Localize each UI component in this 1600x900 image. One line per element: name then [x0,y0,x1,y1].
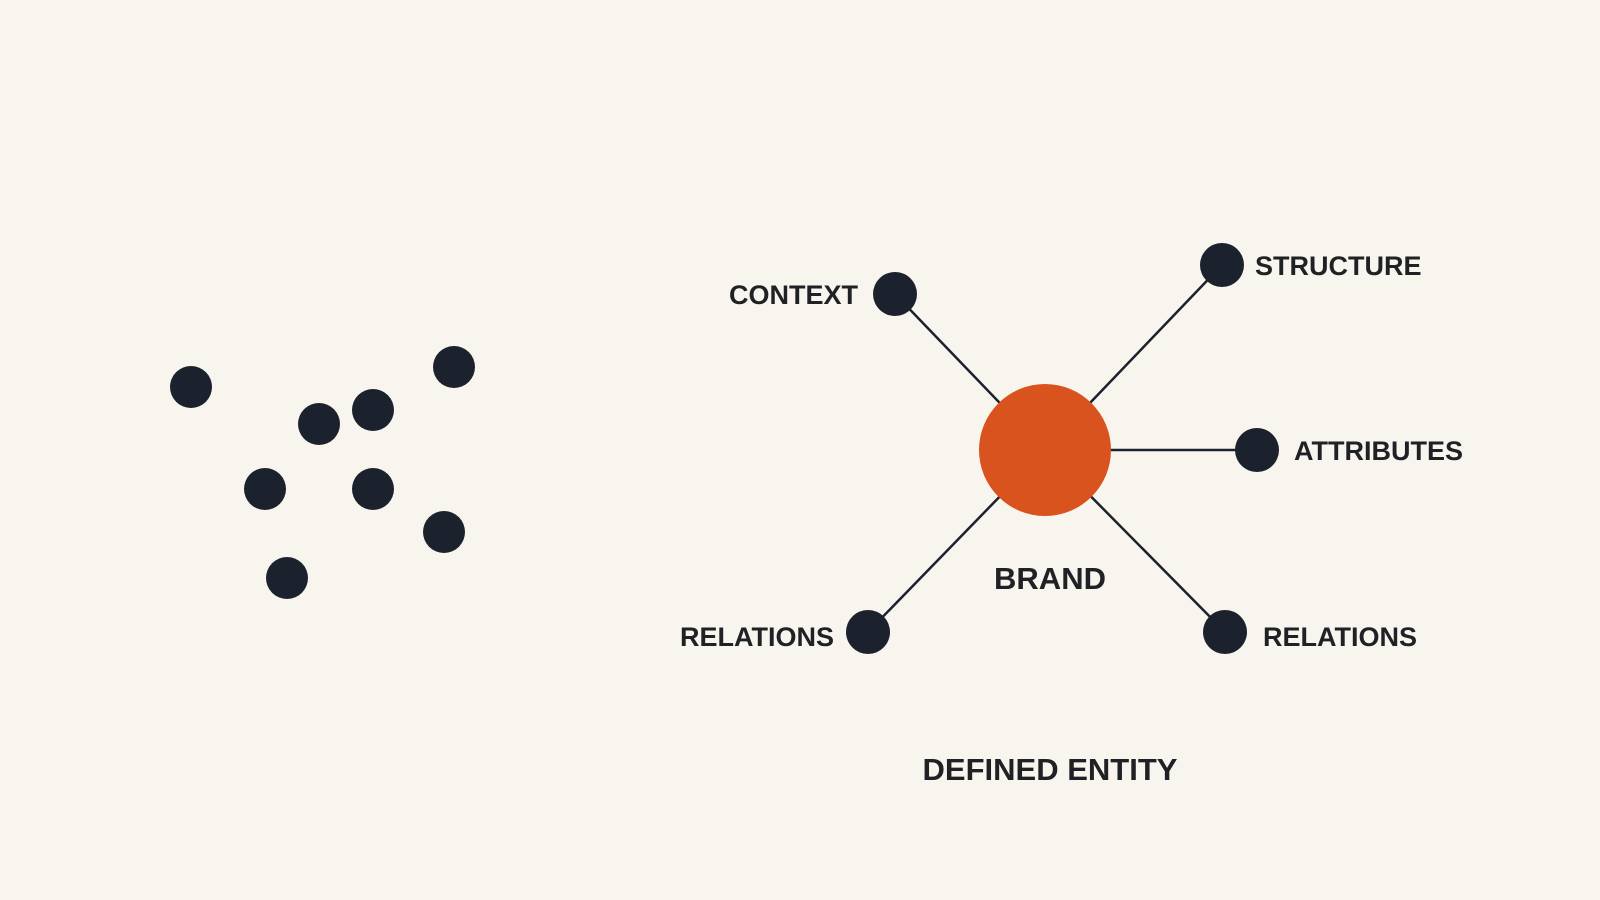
scattered-dots-group [170,346,475,599]
scattered-dot [423,511,465,553]
entity-nodes [846,243,1279,654]
label-structure: STRUCTURE [1255,251,1422,281]
center-label-brand: BRAND [994,561,1106,596]
node-attributes [1235,428,1279,472]
node-context [873,272,917,316]
label-attributes: ATTRIBUTES [1294,436,1463,466]
scattered-dot [352,468,394,510]
scattered-dot [298,403,340,445]
scattered-dot [170,366,212,408]
node-relations-left [846,610,890,654]
label-relations-right: RELATIONS [1263,622,1417,652]
label-context: CONTEXT [729,280,859,310]
node-relations-right [1203,610,1247,654]
scattered-dot [244,468,286,510]
entity-labels: CONTEXT STRUCTURE ATTRIBUTES RELATIONS R… [680,251,1463,652]
node-structure [1200,243,1244,287]
scattered-dot [352,389,394,431]
label-relations-left: RELATIONS [680,622,834,652]
diagram-caption: DEFINED ENTITY [923,752,1178,787]
brand-center-node [979,384,1111,516]
scattered-dot [266,557,308,599]
scattered-dot [433,346,475,388]
